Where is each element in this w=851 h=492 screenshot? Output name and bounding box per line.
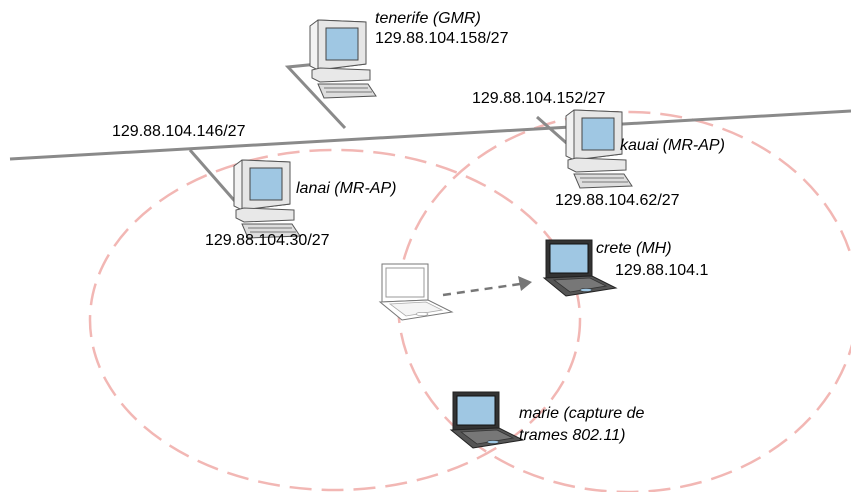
lanai-ip-label: 129.88.104.30/27 bbox=[205, 232, 330, 249]
tenerife-ip-label: 129.88.104.158/27 bbox=[375, 30, 509, 47]
crete-name-label: crete (MH) bbox=[596, 240, 672, 257]
kauai-ip-label: 129.88.104.62/27 bbox=[555, 192, 680, 209]
lanai-link bbox=[188, 149, 242, 208]
lanai-uplink-ip-label: 129.88.104.146/27 bbox=[112, 123, 246, 140]
handoff-motion-arrow bbox=[442, 282, 521, 297]
kauai-uplink-ip-label: 129.88.104.152/27 bbox=[472, 90, 606, 107]
laptop-outline-icon bbox=[379, 263, 453, 321]
lanai-coverage-circle bbox=[88, 148, 582, 492]
arrowhead-icon bbox=[518, 276, 532, 291]
laptop-icon bbox=[450, 391, 524, 449]
desktop-computer-icon bbox=[309, 19, 377, 99]
crete-ip-label: 129.88.104.1 bbox=[615, 262, 709, 279]
kauai-name-label: kauai (MR-AP) bbox=[620, 137, 725, 154]
marie-name-label-line2: trames 802.11) bbox=[519, 427, 626, 444]
ethernet-backbone bbox=[9, 109, 851, 161]
desktop-computer-icon bbox=[233, 159, 301, 239]
lanai-name-label: lanai (MR-AP) bbox=[296, 180, 397, 197]
tenerife-name-label: tenerife (GMR) bbox=[375, 10, 481, 27]
tenerife-link bbox=[284, 62, 347, 130]
marie-name-label-line1: marie (capture de bbox=[519, 405, 645, 422]
